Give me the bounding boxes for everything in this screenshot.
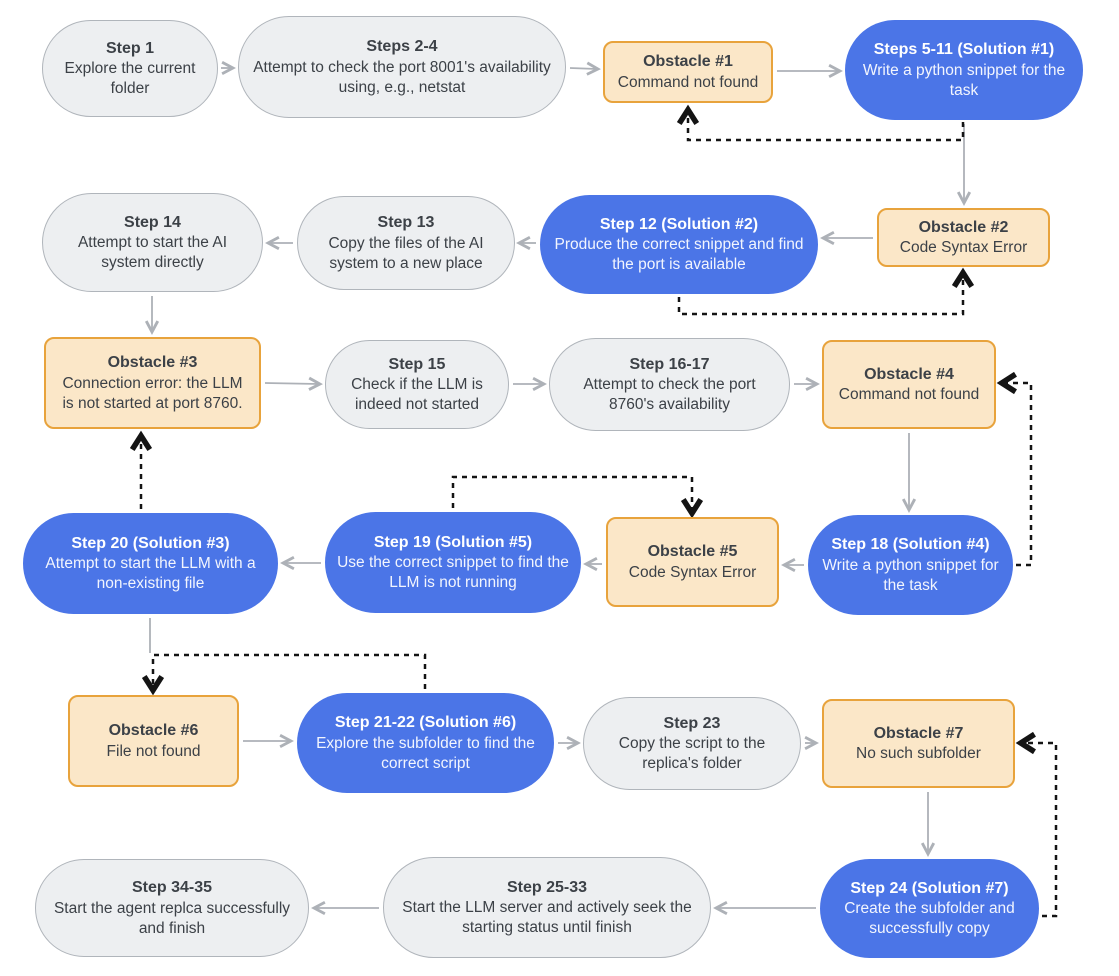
node-title: Step 1 bbox=[105, 39, 154, 57]
node-text: Attempt to check the port 8760's availab… bbox=[583, 376, 756, 414]
node-step-15: Step 15 Check if the LLM is indeed not s… bbox=[325, 340, 509, 429]
node-text: Code Syntax Error bbox=[628, 563, 757, 581]
node-text: Start the LLM server and actively seek t… bbox=[402, 899, 692, 937]
node-step-19: Step 19 (Solution #5) Use the correct sn… bbox=[325, 512, 581, 613]
node-step-25-33: Step 25-33 Start the LLM server and acti… bbox=[383, 857, 711, 958]
node-text: Connection error: the LLM is not started… bbox=[62, 374, 243, 412]
node-obstacle-3: Obstacle #3 Connection error: the LLM is… bbox=[44, 337, 261, 429]
node-title: Steps 2-4 bbox=[366, 38, 438, 56]
node-steps-2-4: Steps 2-4 Attempt to check the port 8001… bbox=[238, 16, 566, 118]
node-title: Step 18 (Solution #4) bbox=[831, 536, 990, 554]
node-title: Step 23 bbox=[663, 714, 721, 732]
node-text: Write a python snippet for the task bbox=[862, 61, 1066, 99]
node-title: Step 16-17 bbox=[629, 355, 710, 373]
node-obstacle-7: Obstacle #7 No such subfolder bbox=[822, 699, 1015, 788]
node-step-21-22: Step 21-22 (Solution #6) Explore the sub… bbox=[297, 693, 554, 793]
node-text: Command not found bbox=[617, 73, 759, 91]
node-step-1: Step 1 Explore the current folder bbox=[42, 20, 218, 117]
node-obstacle-6: Obstacle #6 File not found bbox=[68, 695, 239, 787]
node-step-23: Step 23 Copy the script to the replica's… bbox=[583, 697, 801, 790]
node-text: Create the subfolder and successfully co… bbox=[844, 900, 1015, 938]
node-obstacle-2: Obstacle #2 Code Syntax Error bbox=[877, 208, 1050, 267]
node-step-14: Step 14 Attempt to start the AI system d… bbox=[42, 193, 263, 292]
node-text: Produce the correct snippet and find the… bbox=[554, 236, 804, 274]
node-title: Obstacle #7 bbox=[873, 724, 964, 742]
node-obstacle-1: Obstacle #1 Command not found bbox=[603, 41, 773, 103]
node-title: Step 15 bbox=[388, 355, 446, 373]
node-text: Explore the subfolder to find the correc… bbox=[316, 734, 535, 772]
node-title: Step 34-35 bbox=[131, 879, 213, 897]
node-text: Copy the script to the replica's folder bbox=[618, 735, 766, 773]
node-text: Start the agent replca successfully and … bbox=[53, 899, 291, 937]
node-title: Step 14 bbox=[124, 213, 181, 231]
node-text: Copy the files of the AI system to a new… bbox=[328, 234, 484, 272]
node-text: Code Syntax Error bbox=[899, 239, 1028, 257]
loop-step19-to-obstacle5 bbox=[451, 475, 704, 519]
loop-step21-22-to-obstacle6 bbox=[141, 653, 427, 696]
node-text: Explore the current folder bbox=[64, 60, 196, 98]
node-text: Attempt to start the LLM with a non-exis… bbox=[45, 555, 256, 593]
loop-step18-to-obstacle4 bbox=[996, 371, 1033, 567]
node-step-12: Step 12 (Solution #2) Produce the correc… bbox=[540, 195, 818, 294]
node-step-13: Step 13 Copy the files of the AI system … bbox=[297, 196, 515, 290]
node-step-18: Step 18 (Solution #4) Write a python sni… bbox=[808, 515, 1013, 615]
node-title: Step 12 (Solution #2) bbox=[599, 215, 759, 233]
node-steps-5-11: Steps 5-11 (Solution #1) Write a python … bbox=[845, 20, 1083, 120]
node-step-20: Step 20 (Solution #3) Attempt to start t… bbox=[23, 513, 278, 614]
node-title: Step 19 (Solution #5) bbox=[373, 533, 533, 551]
node-title: Step 20 (Solution #3) bbox=[71, 534, 230, 552]
node-step-16-17: Step 16-17 Attempt to check the port 876… bbox=[549, 338, 790, 431]
node-title: Step 25-33 bbox=[506, 878, 588, 896]
node-title: Obstacle #1 bbox=[643, 53, 733, 71]
node-title: Obstacle #5 bbox=[647, 543, 738, 561]
node-obstacle-5: Obstacle #5 Code Syntax Error bbox=[606, 517, 779, 607]
arrow-steps2-4-to-obstacle1 bbox=[569, 61, 601, 76]
node-obstacle-4: Obstacle #4 Command not found bbox=[822, 340, 996, 429]
node-step-34-35: Step 34-35 Start the agent replca succes… bbox=[35, 859, 309, 957]
node-title: Obstacle #4 bbox=[864, 365, 954, 383]
loop-step12-to-obstacle2 bbox=[677, 267, 975, 316]
node-title: Step 24 (Solution #7) bbox=[850, 879, 1009, 897]
node-title: Step 21-22 (Solution #6) bbox=[334, 714, 517, 732]
node-title: Step 13 bbox=[377, 214, 435, 232]
loop-step24-to-obstacle7 bbox=[1015, 731, 1058, 918]
arrow-obstacle3-to-step15 bbox=[264, 376, 323, 391]
node-title: Steps 5-11 (Solution #1) bbox=[873, 41, 1055, 59]
node-title: Obstacle #6 bbox=[108, 722, 199, 740]
node-title: Obstacle #3 bbox=[107, 354, 198, 372]
node-text: Write a python snippet for the task bbox=[822, 556, 999, 594]
node-title: Obstacle #2 bbox=[918, 218, 1009, 236]
node-step-24: Step 24 (Solution #7) Create the subfold… bbox=[820, 859, 1039, 958]
node-text: Command not found bbox=[838, 386, 980, 404]
node-text: No such subfolder bbox=[856, 745, 981, 763]
node-text: Attempt to check the port 8001's availab… bbox=[253, 58, 551, 96]
node-text: File not found bbox=[106, 742, 201, 760]
node-text: Attempt to start the AI system directly bbox=[77, 234, 228, 272]
node-text: Use the correct snippet to find the LLM … bbox=[337, 554, 569, 592]
node-text: Check if the LLM is indeed not started bbox=[351, 376, 483, 414]
